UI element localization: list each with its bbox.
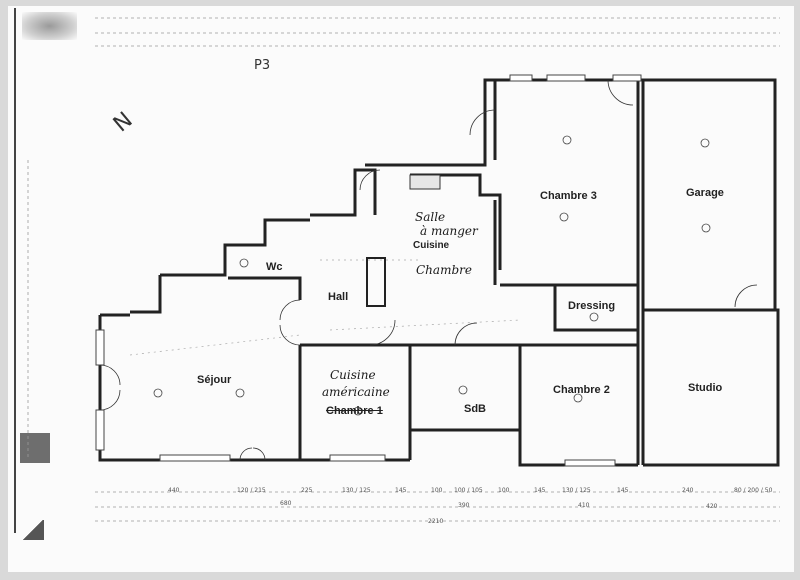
floor-plan-sheet xyxy=(8,6,794,572)
kitchen-sink xyxy=(409,174,441,190)
scan-smudge xyxy=(20,433,50,463)
walls xyxy=(98,78,780,467)
dimension-label: 145 xyxy=(617,487,629,494)
room-label-garage: Garage xyxy=(686,187,724,199)
ceiling-lines xyxy=(129,259,521,356)
sheet-marker: P3 xyxy=(254,58,271,73)
dimension-label: 145 xyxy=(534,487,546,494)
dimension-label: 100 / 105 xyxy=(454,487,483,494)
scan-smudge xyxy=(22,12,77,40)
room-label-chambre3: Chambre 3 xyxy=(540,190,597,202)
room-label-hall: Hall xyxy=(328,291,349,303)
dimension-label: 390 xyxy=(458,502,470,509)
dimension-total: 2210 xyxy=(428,518,444,525)
dimension-label: 240 xyxy=(682,487,694,494)
room-label-wc: Wc xyxy=(266,261,283,273)
dimension-label: 225 xyxy=(301,487,313,494)
top-dimension-lines xyxy=(95,17,780,47)
dimension-label: 80 / 200 / 50 xyxy=(734,487,773,494)
dimension-label: 120 / 215 xyxy=(237,487,266,494)
handwritten-note: Cuisine xyxy=(330,368,376,382)
dimension-label: 130 / 125 xyxy=(342,487,371,494)
dimension-label: 100 xyxy=(431,487,443,494)
room-label-dressing: Dressing xyxy=(568,300,616,312)
dimension-label: 145 xyxy=(395,487,407,494)
room-label-cuisine: Cuisine xyxy=(413,240,450,251)
light-fixtures xyxy=(153,135,711,416)
handwritten-note: à manger xyxy=(420,224,478,238)
handwritten-note: américaine xyxy=(322,385,390,399)
door-swings xyxy=(99,79,758,461)
dimension-label: 130 / 125 xyxy=(562,487,591,494)
room-label-chambre2: Chambre 2 xyxy=(553,384,610,396)
windows xyxy=(95,74,642,467)
room-label-chambre1: Chambre 1 xyxy=(326,405,383,417)
dimension-label: 420 xyxy=(706,503,718,510)
room-label-sejour: Séjour xyxy=(197,374,232,386)
room-label-studio: Studio xyxy=(688,382,723,394)
scan-smudge xyxy=(22,520,44,540)
dimension-label: 410 xyxy=(578,502,590,509)
handwritten-note: Salle xyxy=(415,210,446,224)
dimension-label: 680 xyxy=(280,500,292,507)
dimension-label: 100 xyxy=(498,487,510,494)
room-label-sdb: SdB xyxy=(464,403,486,415)
dimension-label: 440 xyxy=(168,487,180,494)
bottom-dimension-lines xyxy=(95,491,780,522)
sheet-border-line xyxy=(14,8,16,533)
handwritten-note: Chambre xyxy=(416,263,472,277)
